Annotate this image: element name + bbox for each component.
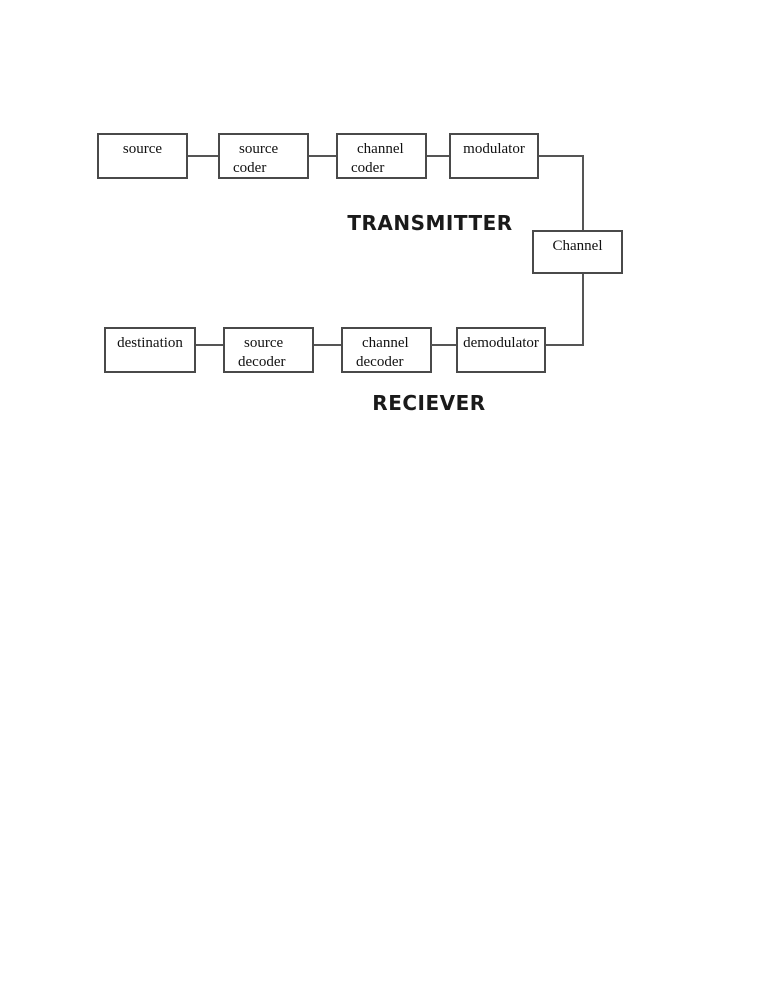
connector-channel-down [582, 274, 584, 345]
block-channel: Channel [532, 230, 623, 274]
connector-modulator-out [539, 155, 584, 157]
connector-down-to-channel [582, 157, 584, 230]
block-channel-coder: channel coder [336, 133, 427, 179]
block-modulator: modulator [449, 133, 539, 179]
block-destination: destination [104, 327, 196, 373]
connector-channeldecoder-to-sourcedecoder [314, 344, 341, 346]
connector-sourcedecoder-to-destination [196, 344, 223, 346]
connector-channelcoder-to-modulator [427, 155, 449, 157]
block-channel-decoder: channel decoder [341, 327, 432, 373]
connector-source-to-sourcecoder [188, 155, 218, 157]
receiver-label: RECIEVER [372, 391, 486, 415]
connector-demodulator-to-channeldecoder [431, 344, 456, 346]
connector-sourcecoder-to-channelcoder [309, 155, 336, 157]
transmitter-label: TRANSMITTER [347, 211, 513, 235]
block-source: source [97, 133, 188, 179]
block-source-decoder: source decoder [223, 327, 314, 373]
connector-to-demodulator [546, 344, 584, 346]
block-source-coder: source coder [218, 133, 309, 179]
block-demodulator: demodulator [456, 327, 546, 373]
